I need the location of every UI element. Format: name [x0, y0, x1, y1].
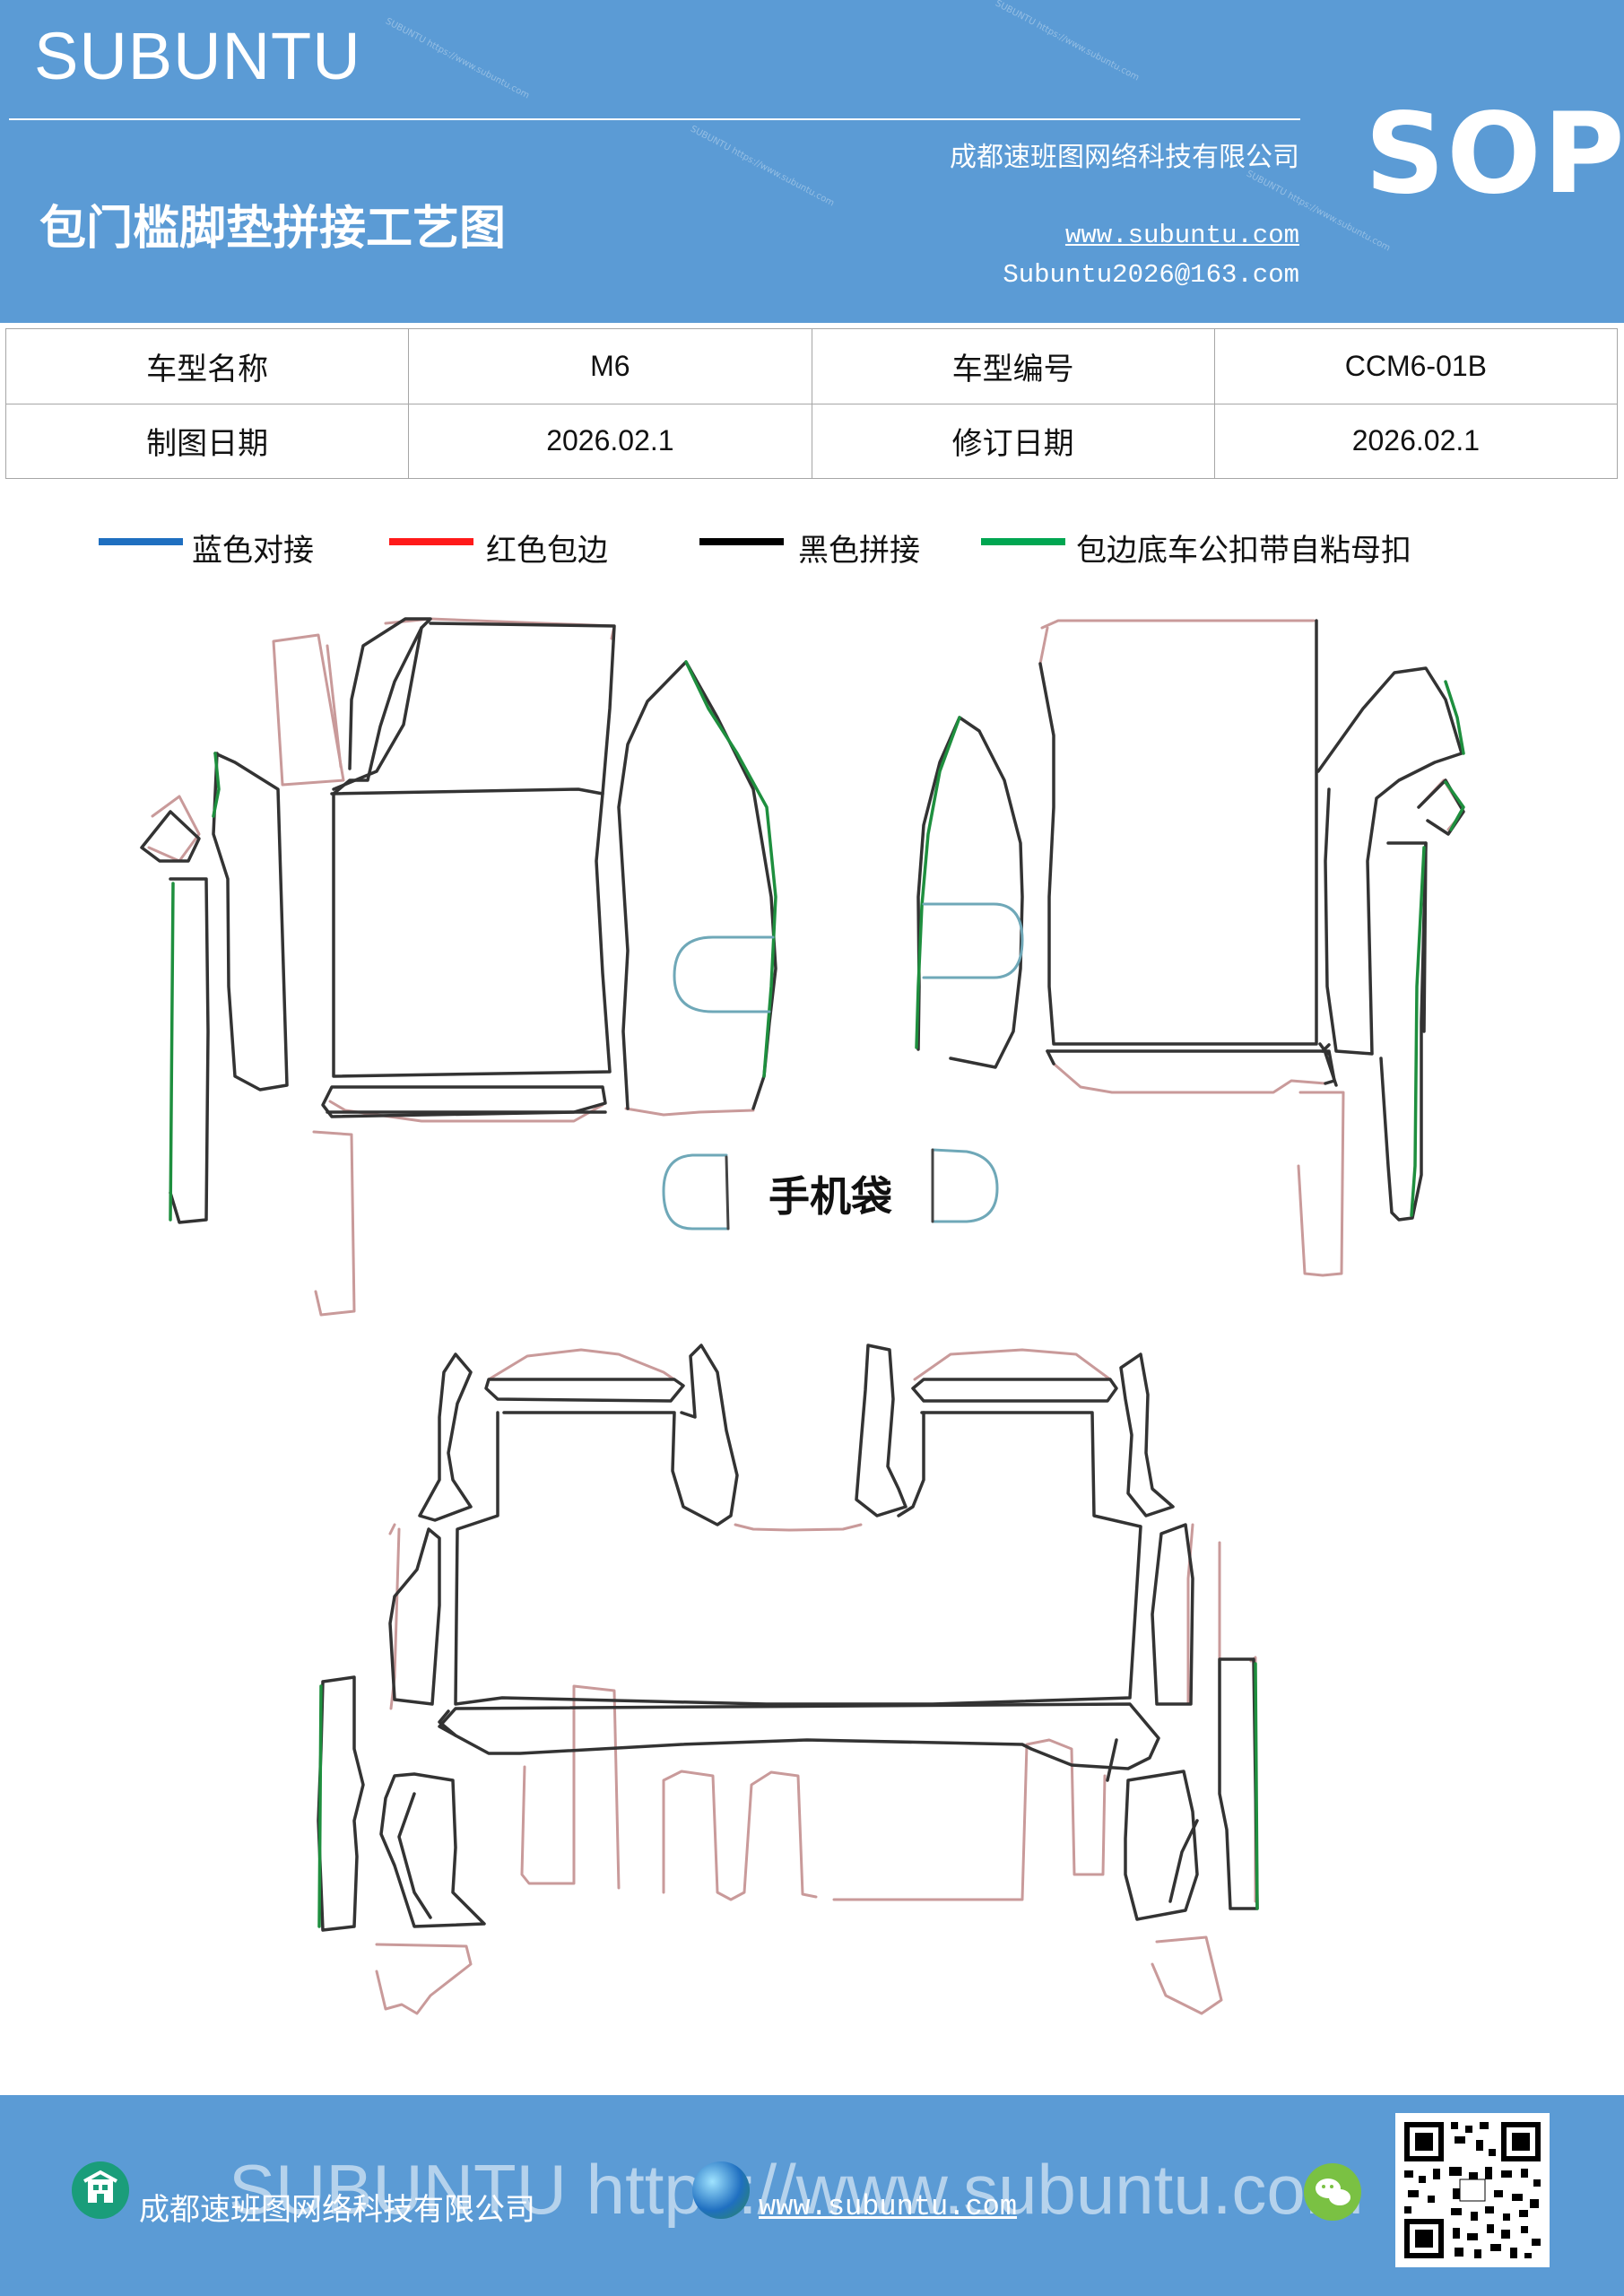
phone-pocket-label: 手机袋: [769, 1172, 892, 1221]
floor-mat-pattern-drawing: 手机袋: [140, 617, 1465, 2015]
vehicle-info-table: 车型名称 M6 车型编号 CCM6-01B 制图日期 2026.02.1 修订日…: [4, 328, 1619, 479]
legend-label: 红色包边: [486, 533, 608, 569]
brand-name: SUBUNTU: [34, 19, 361, 93]
value-draw-date: 2026.02.1: [408, 403, 812, 479]
wechat-icon: [1304, 2163, 1361, 2221]
footer-company-name: 成都速班图网络科技有限公司: [139, 2192, 535, 2228]
label-model-name: 车型名称: [4, 328, 410, 404]
legend-label: 蓝色对接: [192, 533, 314, 569]
company-name: 成都速班图网络科技有限公司: [950, 142, 1299, 173]
email-address[interactable]: Subuntu2026@163.com: [1003, 260, 1299, 290]
pocket-seam-lines: [725, 1148, 934, 1231]
qr-code-icon[interactable]: [1395, 2113, 1550, 2267]
footer-watermark: SUBUNTU https://www.subuntu.com: [229, 2150, 1364, 2229]
legend-item-black: 黑色拼接: [699, 526, 968, 570]
footer-website-link[interactable]: www.subuntu.com: [759, 2190, 1018, 2223]
building-icon: [72, 2161, 129, 2219]
legend-item-red: 红色包边: [389, 526, 658, 570]
green-velcro-edges: [169, 660, 1465, 1928]
legend-label: 黑色拼接: [798, 533, 920, 569]
legend-swatch: [981, 538, 1065, 545]
label-revision-date: 修订日期: [811, 403, 1215, 479]
header-divider: [9, 118, 1300, 120]
header-banner: SUBUNTU https://www.subuntu.com SUBUNTU …: [0, 0, 1624, 323]
value-model-code: CCM6-01B: [1213, 328, 1619, 404]
value-model-name: M6: [408, 328, 812, 404]
legend-swatch: [389, 538, 473, 545]
table-row: 车型名称 M6 车型编号 CCM6-01B: [4, 328, 1619, 404]
blue-dock-edges: [662, 902, 1024, 1231]
label-model-code: 车型编号: [811, 328, 1215, 404]
footer-banner: SUBUNTU https://www.subuntu.com 成都速班图网络科…: [0, 2095, 1624, 2296]
legend-swatch: [99, 538, 183, 545]
watermark: SUBUNTU https://www.subuntu.com: [688, 124, 837, 209]
legend-label: 包边底车公扣带自粘母扣: [1076, 533, 1411, 569]
watermark: SUBUNTU https://www.subuntu.com: [383, 16, 532, 101]
legend-item-green: 包边底车公扣带自粘母扣: [981, 526, 1483, 570]
legend-item-blue: 蓝色对接: [99, 526, 368, 570]
label-draw-date: 制图日期: [4, 403, 410, 479]
sop-badge: SOP: [1365, 90, 1624, 219]
legend-swatch: [699, 538, 784, 545]
red-trim-edges: [147, 617, 1465, 2015]
black-seam-lines: [140, 617, 1465, 1932]
website-link[interactable]: www.subuntu.com: [1064, 221, 1299, 250]
watermark: SUBUNTU https://www.subuntu.com: [993, 0, 1142, 83]
table-row: 制图日期 2026.02.1 修订日期 2026.02.1: [4, 403, 1619, 479]
value-revision-date: 2026.02.1: [1213, 403, 1619, 479]
page-title: 包门槛脚垫拼接工艺图: [39, 202, 507, 256]
globe-icon: [692, 2161, 750, 2219]
